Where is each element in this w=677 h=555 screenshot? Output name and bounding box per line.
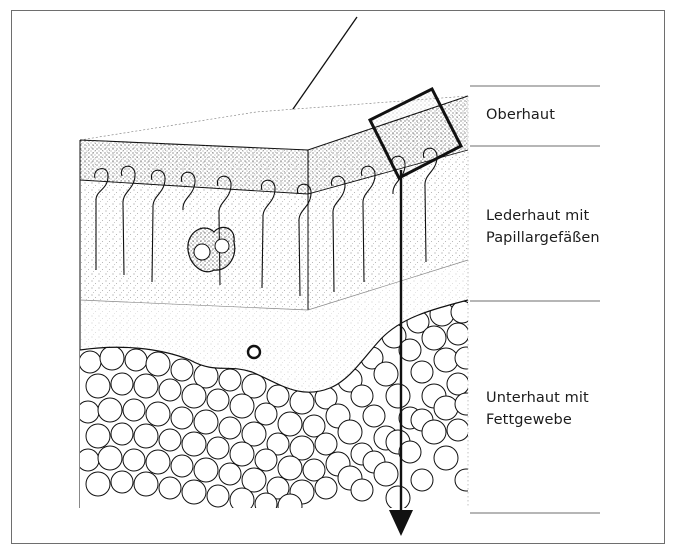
label-dermis-line-1: Lederhaut mit — [486, 205, 600, 227]
label-dermis-line-2: Papillargefäßen — [486, 227, 600, 249]
label-subcutis-line-2: Fettgewebe — [486, 409, 589, 431]
gland-structure — [188, 227, 235, 271]
label-dermis: Lederhaut mit Papillargefäßen — [486, 205, 600, 249]
hair-follicle-marker — [248, 346, 260, 358]
label-subcutis: Unterhaut mit Fettgewebe — [486, 387, 589, 431]
label-epidermis: Oberhaut — [486, 104, 555, 126]
label-epidermis-line-1: Oberhaut — [486, 104, 555, 126]
layer-divider-rules — [470, 86, 600, 513]
label-subcutis-line-1: Unterhaut mit — [486, 387, 589, 409]
